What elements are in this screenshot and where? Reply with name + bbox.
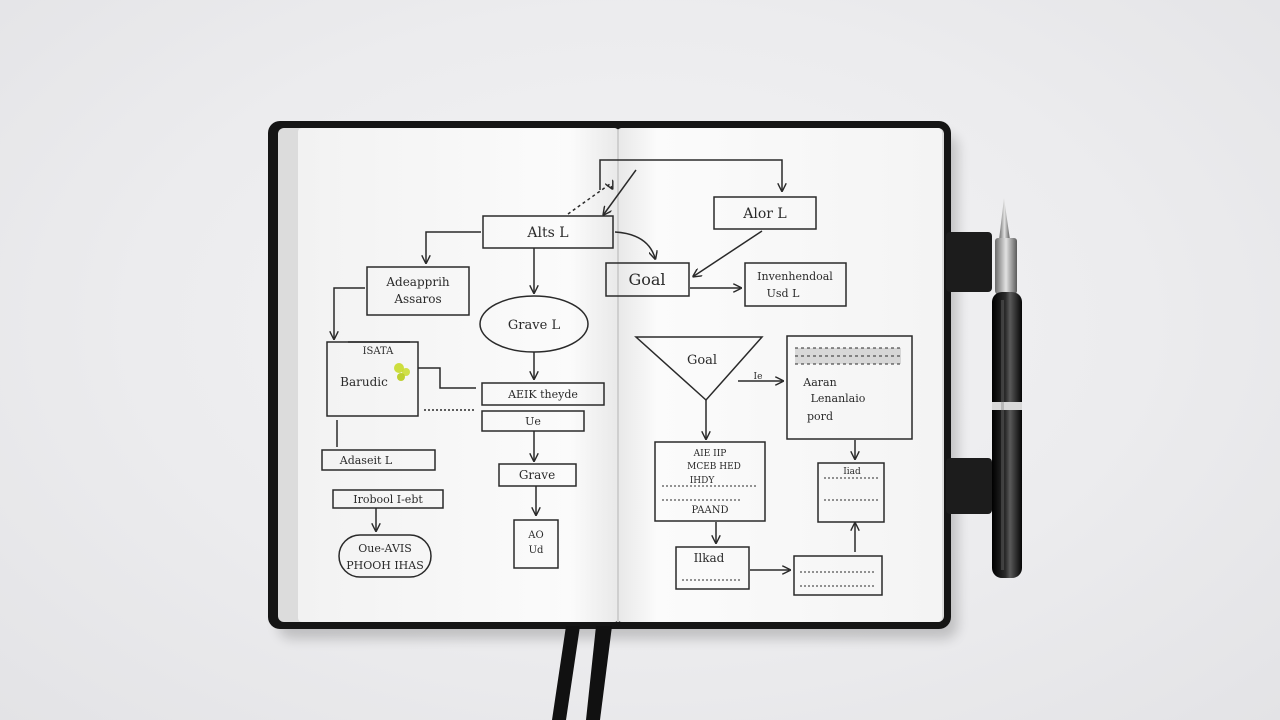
box-tiny bbox=[513, 519, 559, 569]
box-bottom-right bbox=[793, 555, 883, 596]
label-box-top: Alts L bbox=[526, 225, 568, 241]
arrow-to-goal bbox=[614, 231, 655, 258]
label-highlight-top: ISATA bbox=[363, 346, 395, 357]
ribbon-right bbox=[586, 626, 612, 720]
box-list bbox=[654, 441, 766, 522]
bar-left-2 bbox=[332, 489, 444, 509]
box-highlight bbox=[326, 341, 419, 417]
label-big-2: Lenanlaio bbox=[811, 392, 866, 405]
pen-loop-bottom bbox=[946, 458, 992, 514]
right-diagram bbox=[599, 159, 913, 596]
label-bar-left-2: Irobool I-ebt bbox=[353, 493, 423, 506]
box-goal bbox=[605, 262, 690, 297]
box-top-right bbox=[713, 196, 817, 230]
top-arrow bbox=[604, 169, 637, 214]
label-big-3: pord bbox=[807, 410, 833, 423]
left-text: Alts L Adeapprih Assaros Grave L ISATA B… bbox=[339, 225, 578, 572]
label-bottom-left: Ilkad bbox=[694, 551, 725, 565]
label-bar-mid: AEIK theyde bbox=[507, 388, 578, 401]
top-arrow-dashed bbox=[567, 184, 612, 215]
arrow-left-down bbox=[334, 287, 365, 338]
label-small-right: Iiad bbox=[843, 467, 861, 477]
box-right-mid bbox=[744, 262, 847, 307]
right-text: Alor L Goal Invenhendoal Usd L Goal Ie A… bbox=[628, 206, 865, 565]
box-left-mid bbox=[366, 266, 470, 316]
pen-body bbox=[992, 292, 1022, 578]
checker-pattern bbox=[795, 347, 901, 365]
label-highlight: Barudic bbox=[340, 375, 388, 389]
box-top bbox=[482, 215, 614, 249]
oval-bottom bbox=[338, 534, 432, 578]
label-box-tiny-2: Ud bbox=[529, 545, 544, 556]
pen-band bbox=[992, 402, 1022, 410]
box-small-right bbox=[817, 462, 885, 523]
arrow-top-right bbox=[599, 159, 782, 190]
bar-left-1 bbox=[321, 449, 436, 471]
label-list-4: PAAND bbox=[691, 505, 728, 516]
box-small bbox=[498, 463, 577, 487]
arrow-top-right-goal bbox=[694, 230, 763, 276]
label-oval-1: Oue-AVIS bbox=[358, 542, 412, 555]
pen-loop-top bbox=[946, 232, 992, 292]
triangle bbox=[634, 336, 764, 402]
label-ellipse: Grave L bbox=[508, 318, 561, 333]
label-box-tiny-1: AO bbox=[527, 530, 543, 541]
label-right-mid-2: Usd L bbox=[767, 287, 800, 300]
label-bar-left-1: Adaseit L bbox=[339, 454, 393, 467]
label-arrow: Ie bbox=[754, 372, 763, 382]
label-triangle: Goal bbox=[687, 353, 717, 368]
label-left-mid-1: Adeapprih bbox=[385, 275, 450, 289]
highlighter-doodle bbox=[394, 363, 410, 381]
label-right-mid-1: Invenhendoal bbox=[757, 270, 833, 283]
left-page bbox=[298, 128, 618, 622]
box-big bbox=[786, 335, 913, 440]
label-bar-mid-sub: Ue bbox=[525, 415, 541, 428]
label-list-1: AIE IIP bbox=[693, 449, 727, 459]
label-left-mid-2: Assaros bbox=[393, 292, 441, 306]
pen bbox=[992, 198, 1022, 578]
label-box-small: Grave bbox=[519, 468, 555, 482]
left-diagram bbox=[321, 169, 637, 578]
bar-mid bbox=[481, 382, 605, 406]
right-page bbox=[618, 128, 942, 622]
label-list-2: MCEB HED bbox=[687, 462, 741, 472]
label-goal-box: Goal bbox=[628, 270, 665, 289]
pen-highlight bbox=[1001, 300, 1004, 570]
connector-right bbox=[418, 367, 476, 389]
label-oval-2: PHOOH IHAS bbox=[346, 559, 424, 572]
label-box-top-right: Alor L bbox=[742, 206, 786, 222]
arrow-top-left bbox=[426, 231, 481, 262]
box-bottom-left bbox=[675, 546, 750, 590]
ribbon-left bbox=[552, 626, 580, 720]
pen-nib bbox=[999, 198, 1010, 240]
scribble-lines bbox=[662, 477, 878, 587]
pen-grip bbox=[995, 238, 1017, 294]
bar-mid-sub bbox=[481, 410, 585, 432]
label-big-1: Aaran bbox=[802, 376, 836, 389]
label-list-3: IHDY bbox=[690, 476, 716, 486]
